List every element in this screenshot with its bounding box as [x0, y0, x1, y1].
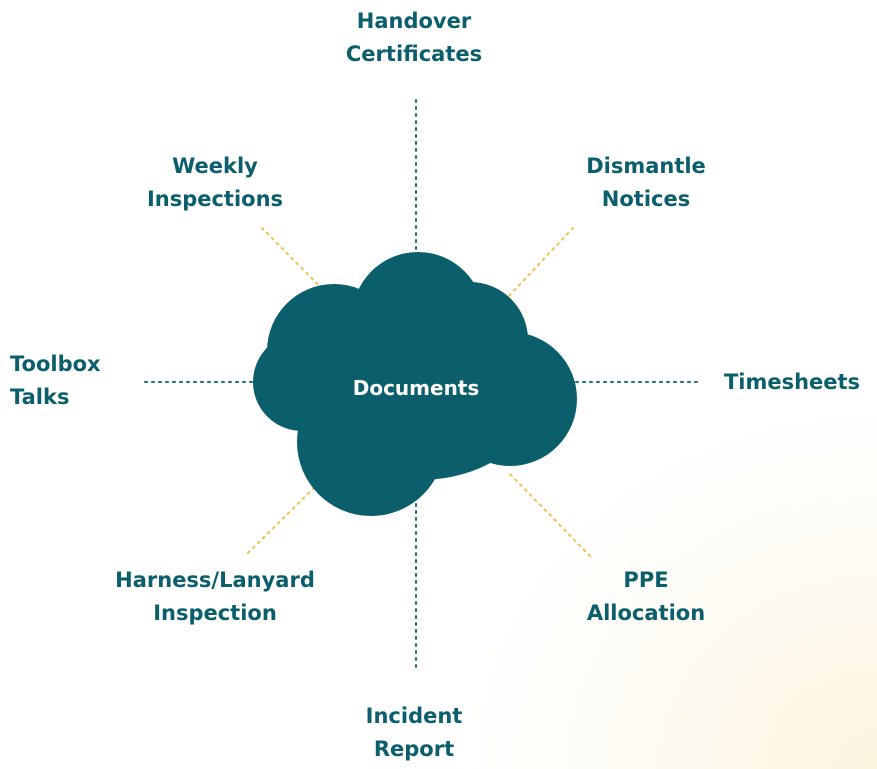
node-ppe-allocation: PPE Allocation	[587, 564, 705, 630]
node-weekly-line-2: Inspections	[146, 187, 284, 211]
node-harness-lanyard-inspection: Harness/Lanyard Inspection	[115, 564, 315, 630]
node-incident-line-1: Incident	[365, 704, 463, 728]
node-ppe-line-2: Allocation	[586, 601, 706, 625]
node-toolbox-talks: Toolbox Talks	[10, 348, 101, 414]
node-ppe-line-1: PPE	[623, 568, 669, 592]
node-incident-line-2: Report	[373, 737, 455, 761]
node-weekly-inspections: Weekly Inspections	[147, 150, 283, 216]
node-handover-certificates: Handover Certificates	[346, 5, 482, 71]
node-incident-report: Incident Report	[366, 700, 463, 766]
connector-harness	[247, 481, 321, 554]
node-timesheets: Timesheets	[724, 366, 860, 399]
node-toolbox-line-1: Toolbox	[10, 352, 101, 376]
node-harness-line-2: Inspection	[153, 601, 277, 625]
node-toolbox-line-2: Talks	[10, 385, 70, 409]
node-handover-line-1: Handover	[356, 9, 472, 33]
node-dismantle-line-2: Notices	[601, 187, 691, 211]
node-dismantle-line-1: Dismantle	[586, 154, 706, 178]
node-timesheets-line-1: Timesheets	[723, 370, 861, 394]
node-harness-line-1: Harness/Lanyard	[115, 568, 315, 592]
documents-cloud	[253, 252, 577, 516]
connector-ppe	[507, 471, 591, 557]
center-label: Documents	[352, 376, 480, 400]
node-handover-line-2: Certificates	[345, 42, 483, 66]
node-weekly-line-1: Weekly	[172, 154, 258, 178]
node-dismantle-notices: Dismantle Notices	[586, 150, 706, 216]
